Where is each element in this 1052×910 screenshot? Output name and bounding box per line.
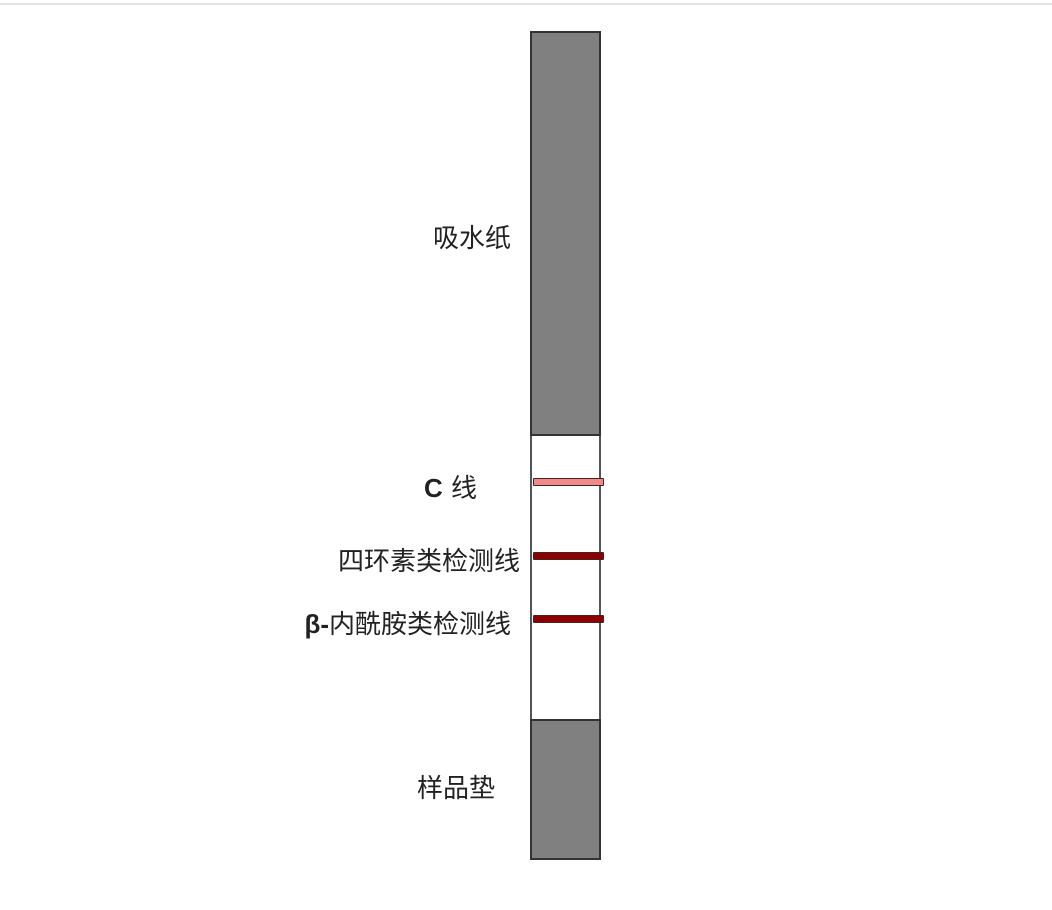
beta-lactam-test-line xyxy=(533,615,604,623)
absorbent-pad xyxy=(530,31,601,436)
absorbent-pad-label: 吸水纸 xyxy=(432,224,511,254)
sample-pad xyxy=(530,719,601,860)
sample-pad-label: 样品垫 xyxy=(416,774,495,804)
tetracycline-test-line xyxy=(533,552,604,560)
tetracycline-line-label: 四环素类检测线 xyxy=(337,547,520,577)
top-divider xyxy=(0,3,1052,5)
beta-lactam-line-label: β-内酰胺类检测线 xyxy=(304,609,511,640)
control-line-label: C 线 xyxy=(423,473,477,504)
control-line xyxy=(533,478,604,486)
